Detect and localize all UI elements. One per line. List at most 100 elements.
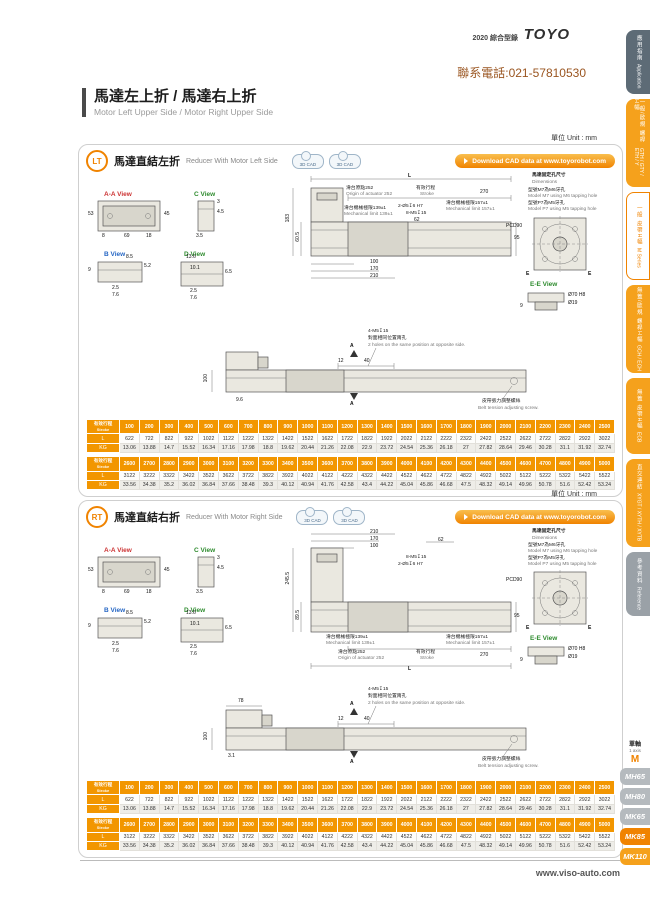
sidebar-tab-gch-ech[interactable]: 無蓋/歐規 螺桿H幅 GCH / ECH	[626, 285, 650, 373]
value-cell: 29.46	[514, 442, 536, 454]
value-cell: 5422	[574, 831, 596, 842]
footer-website-url[interactable]: www.viso-auto.com	[535, 868, 620, 878]
value-cell: 5122	[514, 831, 536, 842]
value-cell: 2022	[396, 794, 417, 805]
drawing-label: 9	[88, 623, 91, 629]
download-cad-text: Download CAD data at www.toyorobot.com	[472, 513, 606, 521]
value-cell: 1522	[297, 794, 318, 805]
value-cell: 4100	[415, 817, 437, 833]
lt-panel: LT 馬達直結左折 Reducer With Motor Left Side 3…	[78, 144, 623, 498]
cad-cloud-icon[interactable]: 3D CAD	[333, 506, 366, 525]
lt-drawing-shapes	[97, 176, 588, 401]
drawing-label: 對面相同位置兩孔	[368, 336, 407, 341]
value-cell: 43.4	[356, 840, 378, 852]
drawing-label: Ø70 H8	[568, 646, 586, 652]
value-cell: 49.14	[495, 840, 516, 852]
b-view-label: B View	[104, 607, 126, 614]
sidebar-tab-application[interactable]: 應用指南 Application	[626, 30, 650, 94]
drawing-label: E	[588, 625, 592, 631]
value-cell: 1622	[316, 433, 338, 444]
drawing-label: 210	[370, 273, 379, 279]
value-cell: 27	[455, 442, 477, 454]
value-cell: 20.44	[297, 803, 318, 815]
rt-panel-wrapper: 單位 Unit : mm RT 馬達直結右折 Reducer With Moto…	[78, 489, 623, 859]
value-cell: 4322	[356, 831, 378, 842]
value-cell: 400	[178, 418, 200, 435]
value-cell: 822	[158, 433, 180, 444]
value-cell: 3322	[158, 831, 180, 842]
value-cell: 45.04	[396, 840, 417, 852]
value-cell: 2700	[138, 456, 160, 472]
drawing-label: Stroke	[420, 192, 434, 197]
model-tab-mh80[interactable]: MH80	[620, 787, 650, 805]
value-cell: 22.9	[356, 803, 378, 815]
value-cell: 1222	[237, 433, 259, 444]
value-cell: 1622	[316, 794, 338, 805]
drawing-label: 18	[146, 233, 152, 239]
model-navigation: 單軸 1 axis M MH65 MH80 MK65 MK85 MK110	[620, 742, 650, 865]
cad-cloud-icon[interactable]: 3D CAD	[328, 150, 361, 169]
drawing-label: 2-Ø5↧6 H7	[398, 562, 423, 567]
value-cell: 1222	[237, 794, 259, 805]
value-cell: 1400	[376, 418, 398, 435]
cad-cloud-icon[interactable]: 3D CAD	[296, 506, 329, 525]
download-cad-banner[interactable]: Download CAD data at www.toyorobot.com	[455, 510, 615, 524]
value-cell: 822	[158, 794, 180, 805]
value-cell: 1200	[336, 779, 358, 796]
value-cell: 2322	[455, 433, 477, 444]
sidebar-tab-reference[interactable]: 參考資料 Reference	[626, 552, 650, 616]
drawing-label: 270	[480, 652, 489, 658]
download-cad-banner[interactable]: Download CAD data at www.toyorobot.com	[455, 154, 615, 168]
value-cell: 1300	[356, 418, 378, 435]
page-title-block: 馬達左上折 / 馬達右上折 Motor Left Upper Side / Mo…	[82, 88, 273, 118]
drawing-label: Model P7 using M5 tapping hole	[528, 562, 597, 567]
value-cell: 3922	[277, 831, 299, 842]
value-cell: 5322	[554, 831, 576, 842]
drawing-label: Dimensions	[532, 536, 558, 541]
model-tab-mh65[interactable]: MH65	[620, 767, 650, 785]
drawing-label: 13.6	[186, 610, 196, 616]
tab-label-cn: 應用指南	[635, 35, 642, 62]
drawing-label: 8-M5↧15	[406, 555, 427, 560]
value-cell: 4300	[455, 817, 477, 833]
tab-label-en: GTH / GTY / ETH / Y	[633, 148, 644, 176]
value-cell: 18.8	[257, 803, 279, 815]
value-cell: 1700	[435, 779, 457, 796]
value-cell: 4622	[415, 831, 437, 842]
drawing-label: 53	[88, 567, 94, 573]
drawing-label: 60.5	[295, 232, 301, 242]
value-cell: 42.58	[336, 840, 358, 852]
value-cell: 2722	[534, 794, 556, 805]
drawing-label: Dimensions	[532, 180, 558, 185]
value-cell: 3100	[217, 817, 239, 833]
sidebar-tab-ecb[interactable]: 無蓋 皮帶H幅 ECB	[626, 378, 650, 454]
sidebar-tab-xygt-xyth-xytb[interactable]: 直交連結 XYGT / XYTH / XYTB	[626, 459, 650, 547]
model-tab-mk110[interactable]: MK110	[620, 847, 650, 865]
drawing-label: Origin of actuator 252	[346, 192, 393, 197]
model-tab-mk85-active[interactable]: MK85	[620, 827, 650, 845]
sidebar-tab-m-series-active[interactable]: 一般 皮帶H幅 M Series	[626, 192, 650, 280]
value-cell: 3600	[316, 817, 338, 833]
value-cell: 3700	[336, 456, 358, 472]
model-tab-mk65[interactable]: MK65	[620, 807, 650, 825]
value-cell: 3600	[316, 456, 338, 472]
value-cell: 49.96	[514, 840, 536, 852]
lt-badge: LT	[86, 150, 108, 172]
drawing-label: 100	[370, 543, 379, 549]
value-cell: 13.88	[138, 803, 160, 815]
value-cell: 50.78	[534, 840, 556, 852]
value-cell: 3122	[119, 831, 140, 842]
drawing-label: 馬達固定孔尺寸	[532, 173, 566, 178]
value-cell: 5322	[554, 470, 576, 481]
model-nav-header: 單軸 1 axis M	[620, 742, 650, 765]
tab-label-cn: 參考資料	[635, 557, 642, 584]
sidebar-tab-gth-gty-eth-y[interactable]: 一般/歐規 螺桿H幅 GTH / GTY / ETH / Y	[626, 99, 650, 187]
value-cell: 1722	[336, 794, 358, 805]
cad-cloud-icon[interactable]: 3D CAD	[291, 150, 324, 169]
value-cell: 4522	[396, 831, 417, 842]
value-cell: 3800	[356, 817, 378, 833]
